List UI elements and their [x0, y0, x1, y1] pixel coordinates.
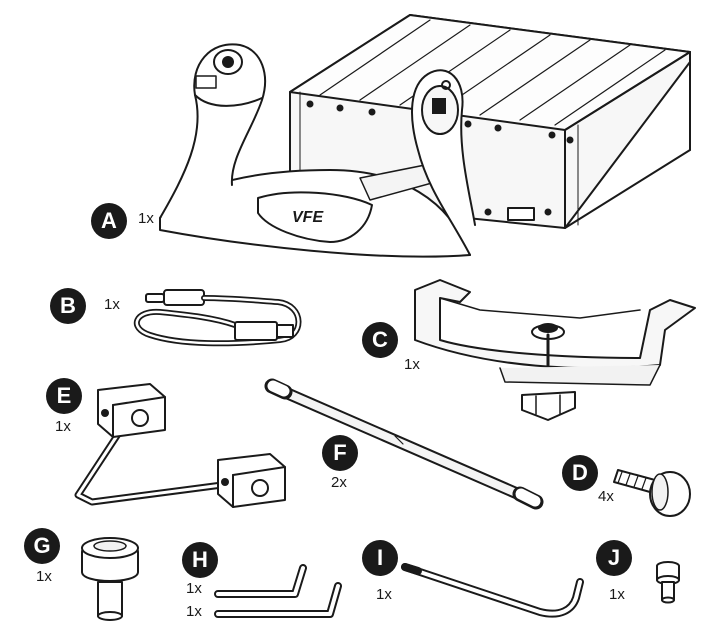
part-h-qty-2: 1x	[186, 603, 202, 620]
part-i-illustration	[401, 563, 584, 618]
part-b-badge: B	[50, 288, 86, 324]
part-c-qty: 1x	[404, 356, 420, 373]
part-j-qty: 1x	[609, 586, 625, 603]
part-f-badge: F	[322, 435, 358, 471]
part-a-illustration	[159, 14, 691, 258]
part-a-badge: A	[91, 203, 127, 239]
part-c-illustration	[414, 279, 696, 421]
part-d-qty: 4x	[598, 488, 614, 505]
part-j-illustration	[656, 561, 680, 604]
part-h-badge: H	[182, 542, 218, 578]
part-i-qty: 1x	[376, 586, 392, 603]
part-h-qty-1: 1x	[186, 580, 202, 597]
part-e-illustration	[74, 383, 286, 508]
vfe-logo: VFE	[292, 209, 324, 226]
part-g-illustration	[81, 537, 139, 621]
part-f-illustration	[264, 378, 544, 510]
part-j-badge: J	[596, 540, 632, 576]
part-e-badge: E	[46, 378, 82, 414]
part-e-qty: 1x	[55, 418, 71, 435]
part-d-illustration	[613, 469, 691, 517]
part-g-qty: 1x	[36, 568, 52, 585]
part-i-badge: I	[362, 540, 398, 576]
part-f-qty: 2x	[331, 474, 347, 491]
part-d-badge: D	[562, 455, 598, 491]
part-c-badge: C	[362, 322, 398, 358]
part-a-qty: 1x	[138, 210, 154, 227]
part-g-badge: G	[24, 528, 60, 564]
part-b-qty: 1x	[104, 296, 120, 313]
part-h-illustration	[214, 564, 342, 618]
part-b-illustration	[133, 289, 302, 347]
